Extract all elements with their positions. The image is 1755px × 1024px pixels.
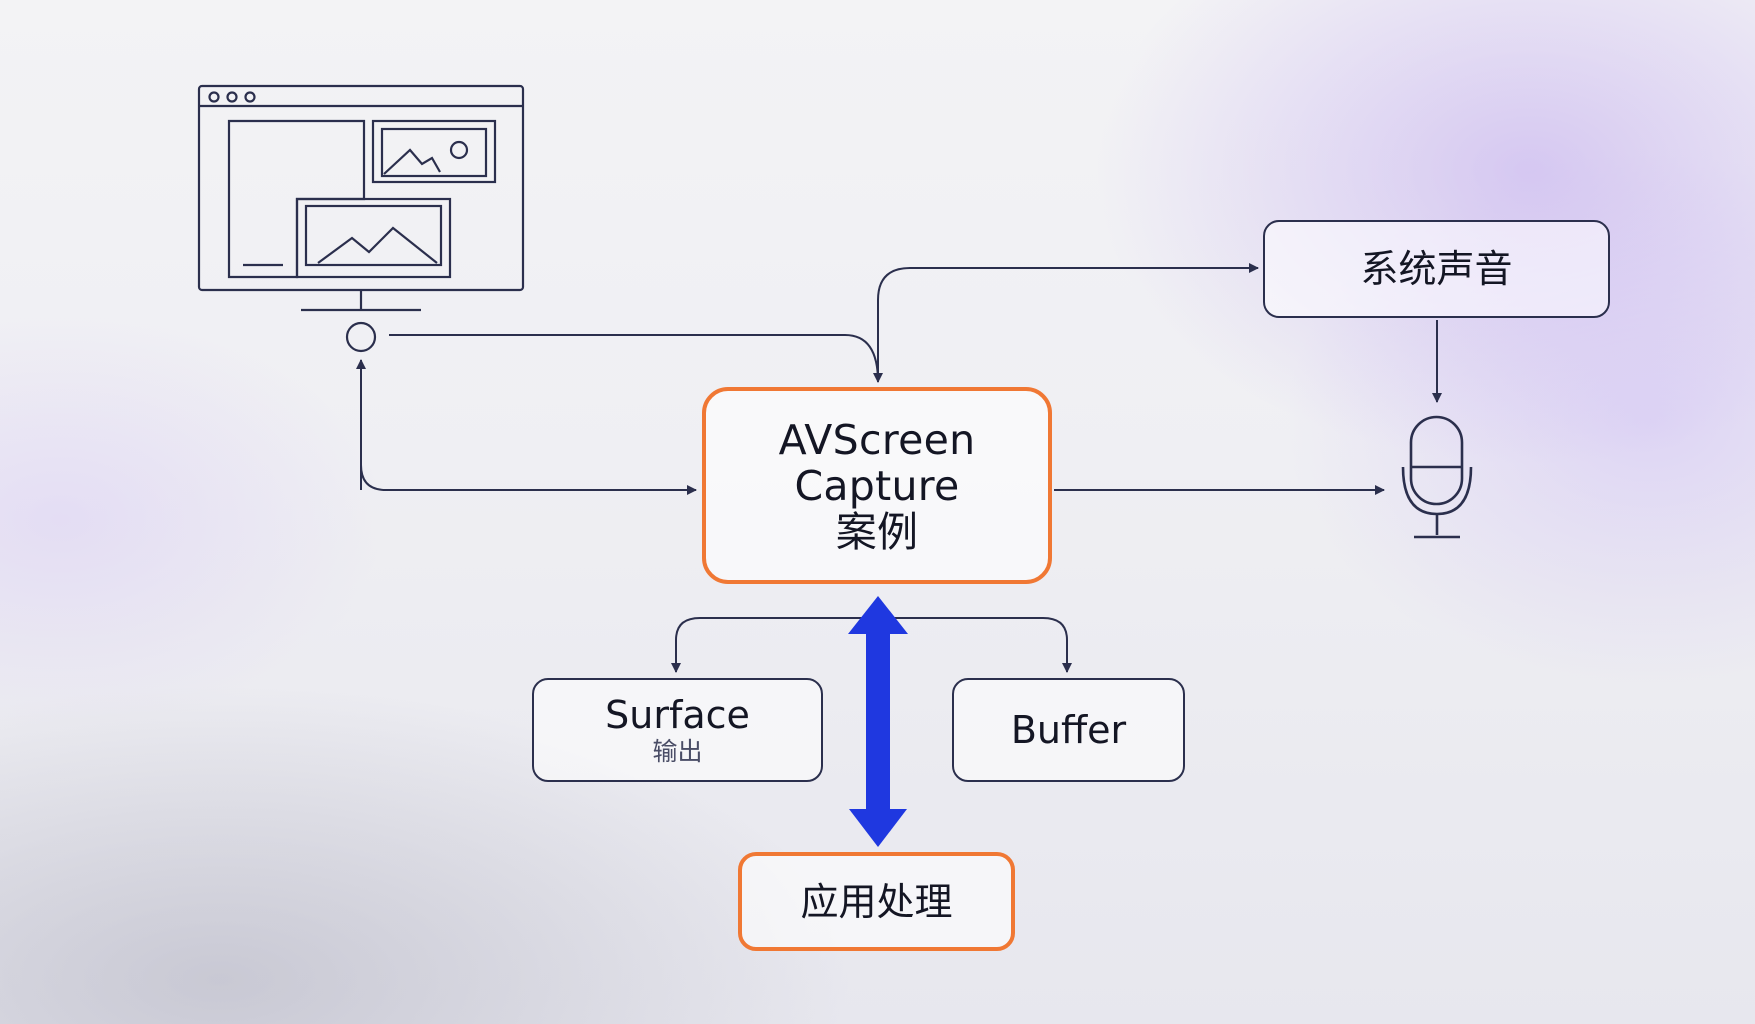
buffer-node: Buffer — [952, 678, 1185, 782]
connector-capture-to-buffer — [878, 617, 1072, 673]
connector-capture-to-system-audio — [877, 263, 1259, 382]
main-node-line2: Capture — [794, 461, 960, 510]
main-node-line3: 案例 — [835, 507, 919, 556]
bidirectional-arrow — [848, 596, 908, 847]
connectors — [356, 263, 1442, 673]
surface-sublabel: 输出 — [652, 737, 703, 766]
connector-screen-to-capture-left — [360, 464, 697, 495]
surface-output-node: Surface 输出 — [532, 678, 823, 782]
main-node-line1: AVScreen — [778, 415, 976, 464]
connector-screen-to-capture — [389, 334, 883, 383]
app-processing-label: 应用处理 — [800, 879, 953, 924]
avscreen-capture-node: AVScreen Capture 案例 — [702, 387, 1052, 584]
app-processing-node: 应用处理 — [738, 852, 1015, 951]
surface-label: Surface — [605, 693, 750, 737]
system-audio-node: 系统声音 — [1263, 220, 1610, 318]
buffer-label: Buffer — [1010, 708, 1127, 752]
microphone-icon — [1401, 415, 1473, 539]
screen-capture-icon — [197, 84, 525, 353]
system-audio-label: 系统声音 — [1360, 247, 1513, 291]
connector-capture-to-surface — [671, 617, 878, 673]
